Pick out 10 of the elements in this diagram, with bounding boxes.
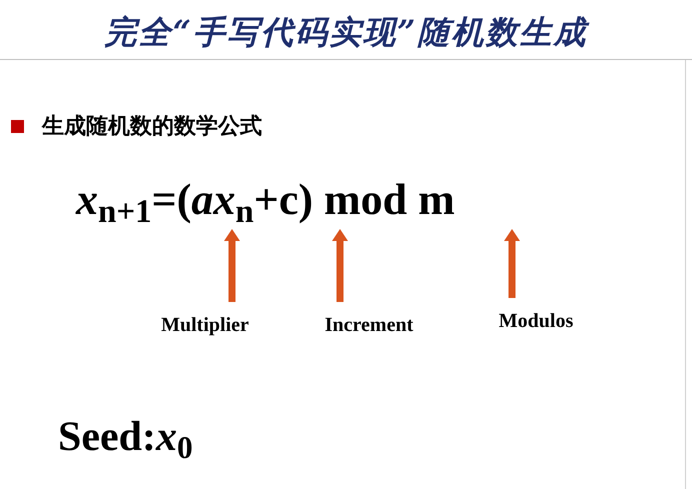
- bullet-text: 生成随机数的数学公式: [42, 113, 262, 141]
- formula: x$_{n+1}$=(ax$_{n}$+c) mod m: [76, 174, 455, 228]
- term-label: Modulos: [498, 309, 574, 334]
- arrow: [224, 229, 240, 302]
- term-label: Increment: [324, 313, 414, 338]
- title: 完全“手写代码实现”随机数生成: [104, 12, 590, 52]
- seed-formula: Seed:x$_{0}$: [58, 413, 193, 464]
- arrow: [504, 229, 520, 298]
- arrow: [332, 229, 348, 302]
- term-label: Multiplier: [160, 313, 250, 338]
